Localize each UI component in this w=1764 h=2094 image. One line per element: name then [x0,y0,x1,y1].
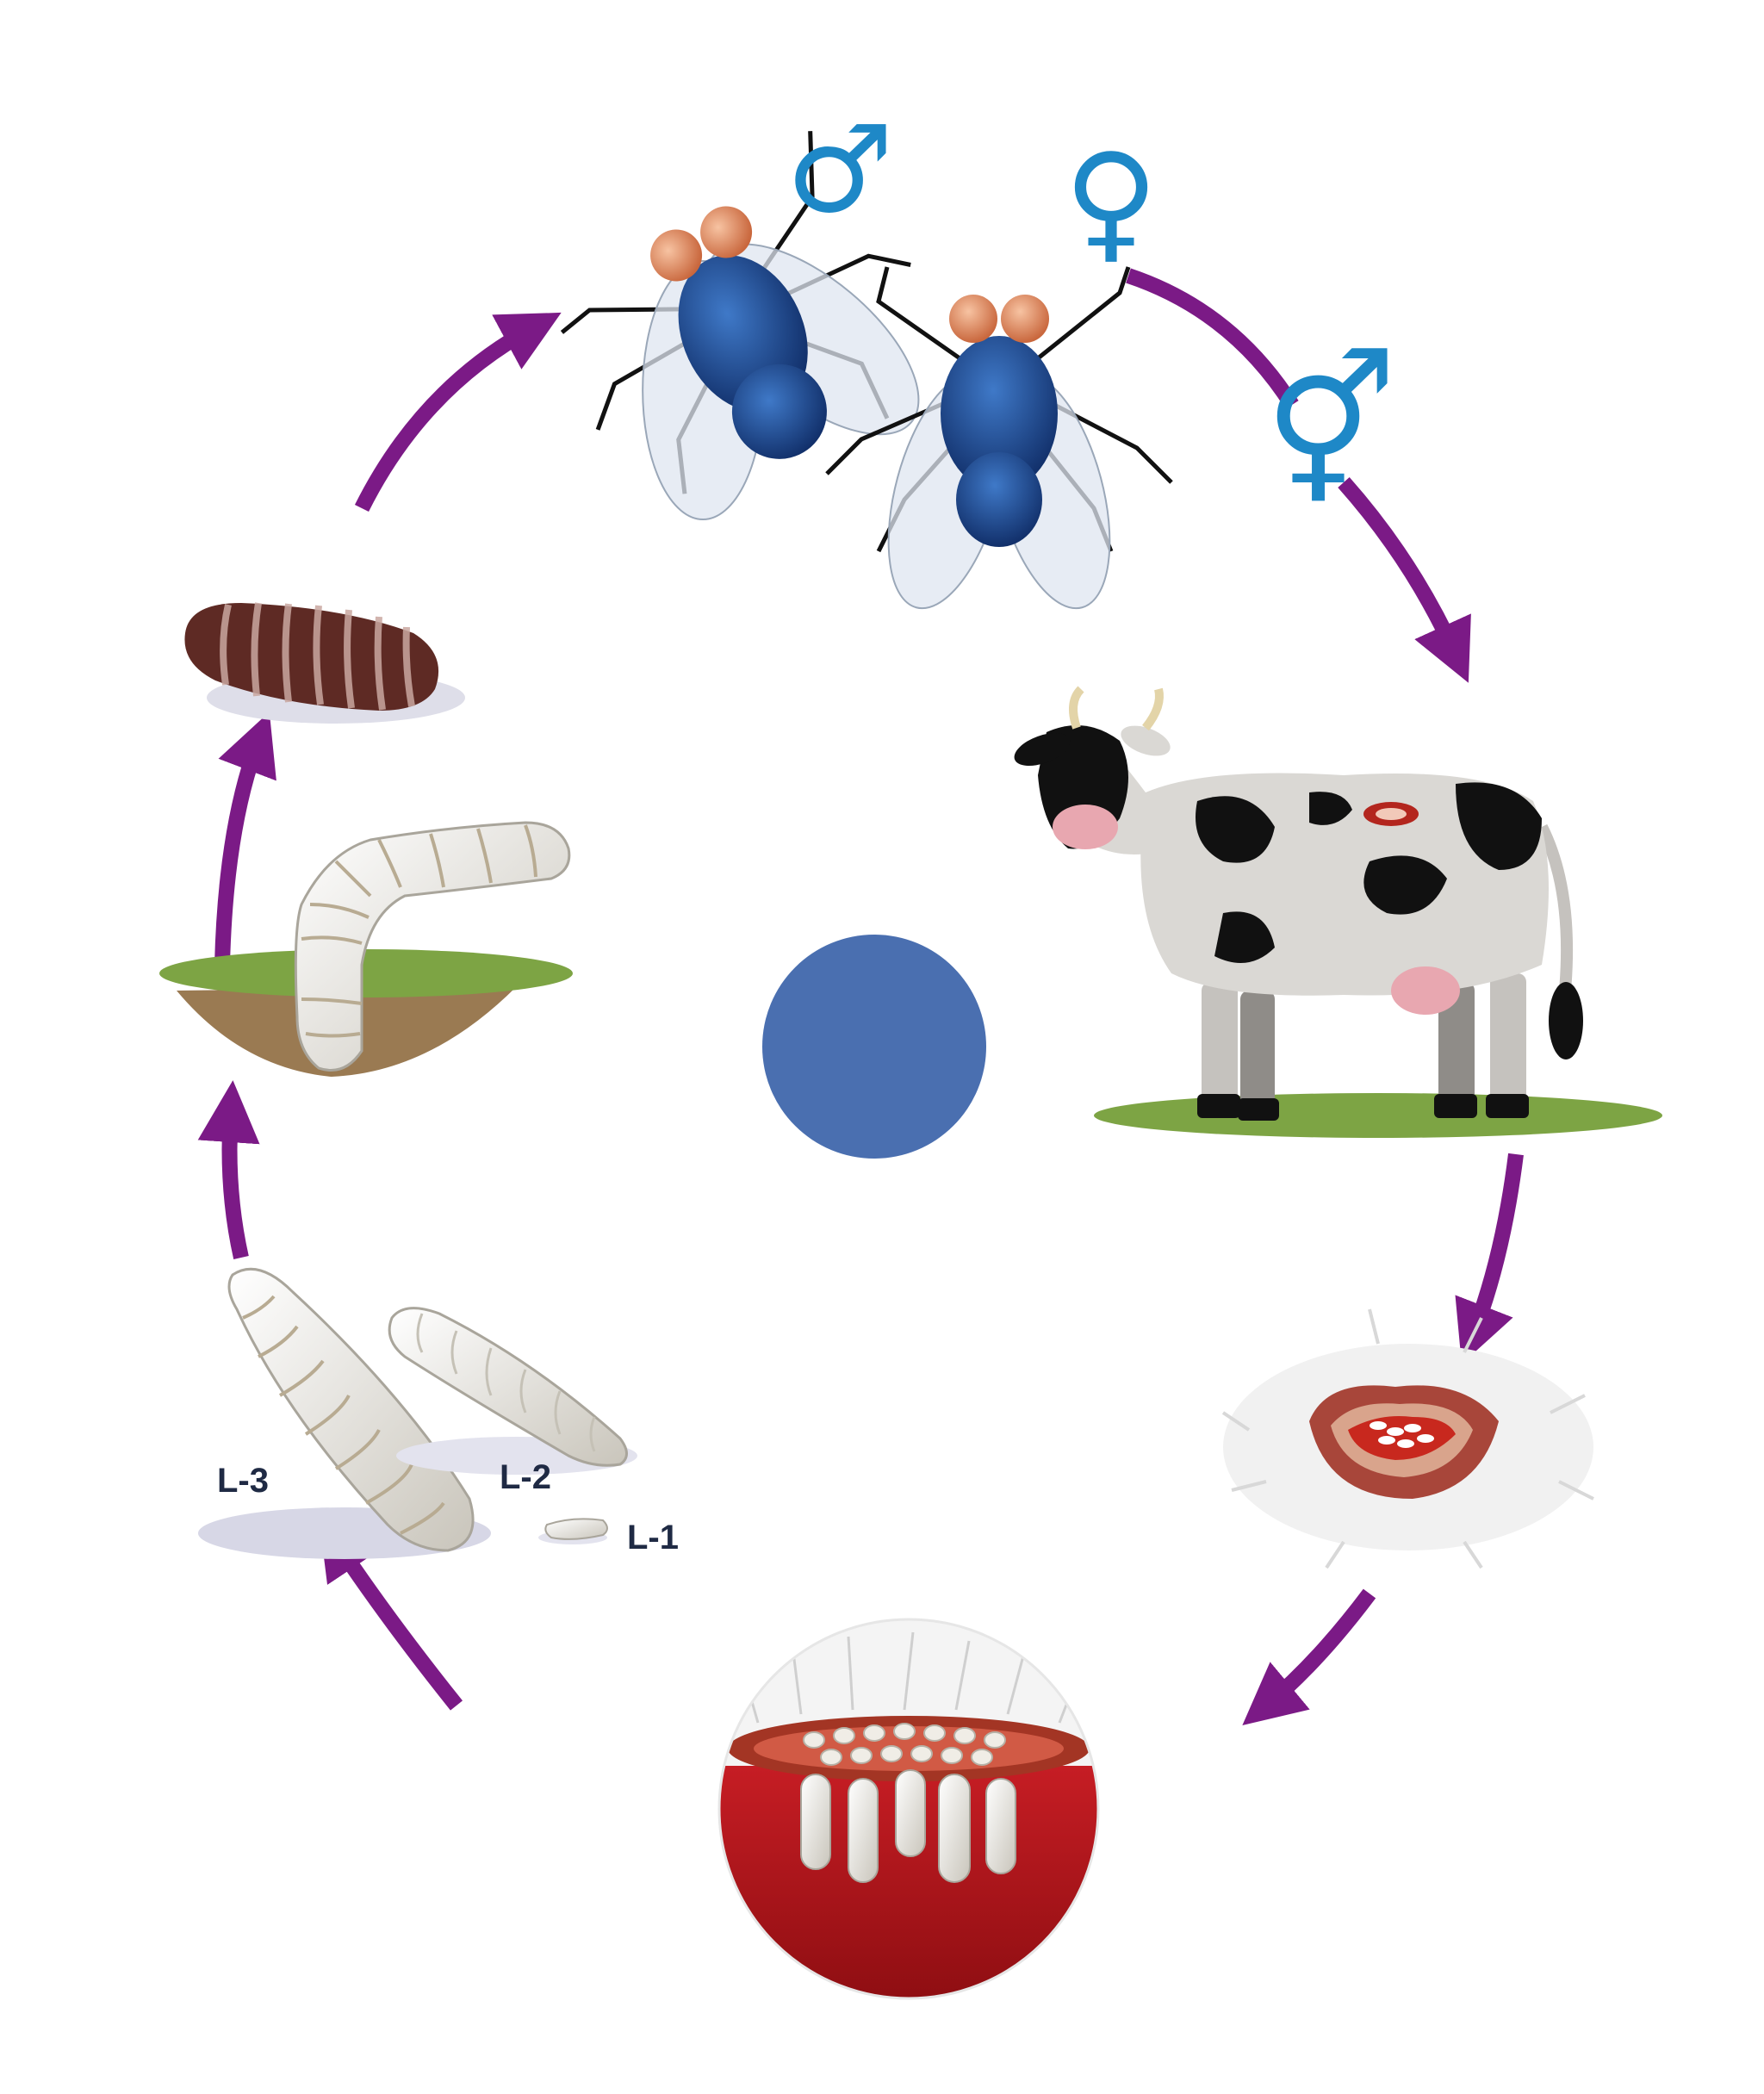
arrow-host-to-wound [1455,1153,1524,1364]
arrow-wound-to-infestation [1242,1588,1376,1726]
larva-label-l3: L-3 [217,1462,269,1500]
arrow-pupa-to-adult [354,312,562,513]
arrow-larvae-to-burrowing [197,1080,260,1259]
larva-label-l2: L-2 [500,1458,551,1496]
larva-burrowing-icon [159,821,573,1077]
cycle-arrows [197,268,1524,1726]
arrow-adult-to-mating [1126,268,1299,409]
larva-label-l1: L-1 [627,1519,679,1557]
female-symbol-icon: ♀ [1064,127,1158,277]
center-dot [762,935,986,1159]
pupa-icon [184,602,465,724]
mating-symbol-icon: ⚥ [1264,347,1396,518]
larvae-in-wound-icon [717,1618,1100,2000]
arrow-infestation-to-larvae [319,1516,463,1711]
larva-icon: L-3 L-2 L-1 [198,1267,679,1559]
arrow-burrowing-to-pupa [214,711,276,966]
wound-icon [1221,1308,1594,1569]
male-symbol-icon: ♂ [786,100,894,240]
cow-icon [1014,686,1662,1138]
arrow-mating-to-host [1338,477,1471,683]
fly-icon [825,266,1173,610]
fly-icon [560,131,920,521]
